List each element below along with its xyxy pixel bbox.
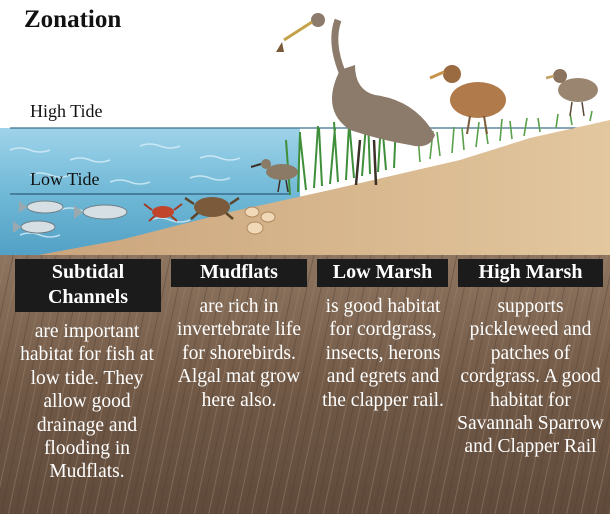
high-tide-label: High Tide bbox=[30, 101, 103, 122]
zone-title-high-marsh: High Marsh bbox=[458, 259, 603, 287]
zone-title-mudflats: Mudflats bbox=[171, 259, 307, 287]
zone-description-mudflats: are rich in invertebrate life for shoreb… bbox=[170, 295, 308, 412]
zone-description-high-marsh: supports pickleweed and patches of cordg… bbox=[453, 295, 608, 459]
clapper-rail-icon bbox=[430, 65, 506, 134]
sparrow-icon bbox=[546, 69, 598, 116]
page-title: Zonation bbox=[24, 6, 121, 34]
zone-description-subtidal-channels: are important habitat for fish at low ti… bbox=[8, 320, 166, 484]
zone-title-subtidal-channels: Subtidal Channels bbox=[15, 259, 161, 312]
zone-title-low-marsh: Low Marsh bbox=[317, 259, 448, 287]
zone-description-low-marsh: is good habitat for cordgrass, insects, … bbox=[318, 295, 448, 412]
low-tide-label: Low Tide bbox=[30, 169, 100, 190]
